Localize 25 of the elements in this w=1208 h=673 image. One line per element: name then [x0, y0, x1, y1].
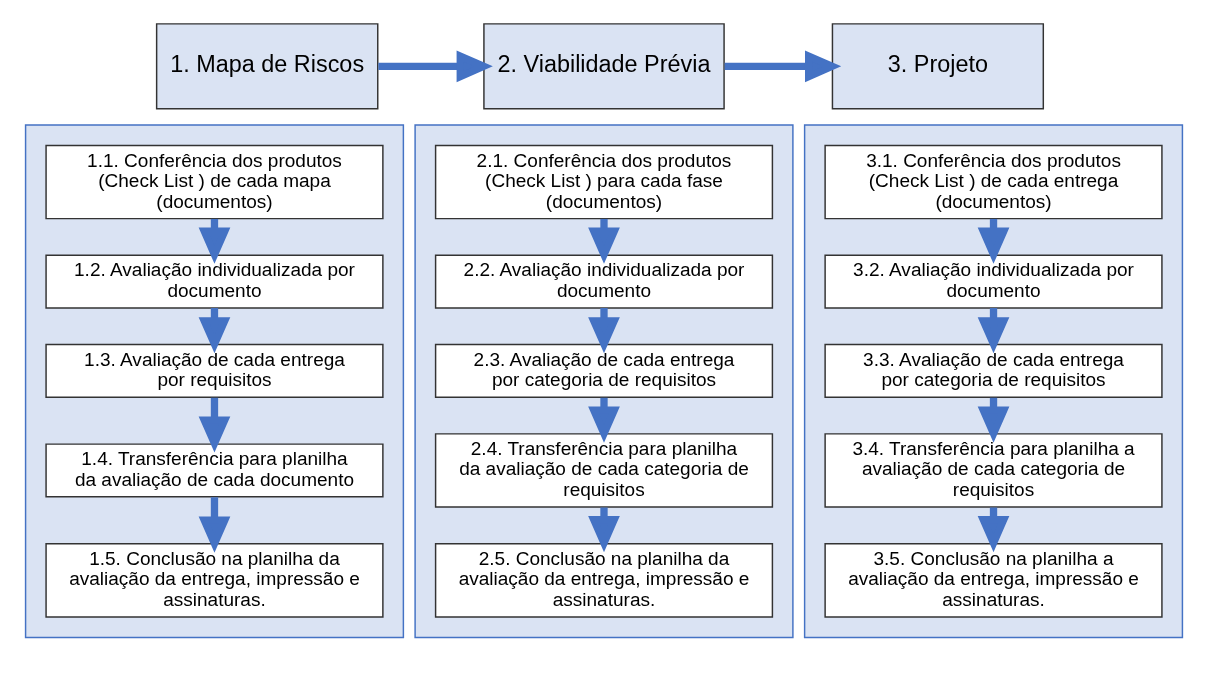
node-box: 1.3. Avaliação de cada entrega por requisitos [45, 343, 384, 398]
node-box: 3.3. Avaliação de cada entrega por categoria de requisitos [824, 343, 1163, 398]
arrow [378, 50, 493, 83]
node-box: 1.2. Avaliação individualizada por documento [45, 254, 384, 309]
node-box: 1.5. Conclusão na planilha da avaliação da entrega, impressão e assinaturas. [45, 543, 384, 618]
node-box: 1. Mapa de Riscos [155, 23, 379, 110]
cluster [24, 124, 405, 639]
node-box: 3.5. Conclusão na planilha a avaliação da entrega, impressão e assinaturas. [824, 543, 1163, 618]
node-box: 2.2. Avaliação individualizada por documento [434, 254, 774, 309]
arrow [198, 497, 231, 553]
cluster [803, 124, 1184, 639]
node-box: 2.4. Transferência para planilha da avaliação de cada categoria de requisitos [434, 433, 774, 508]
node-box: 2.5. Conclusão na planilha da avaliação da entrega, impressão e assinaturas. [434, 543, 774, 618]
node-box: 3.4. Transferência para planilha a avaliação de cada categoria de requisitos [824, 433, 1163, 508]
node-box: 2.3. Avaliação de cada entrega por categoria de requisitos [434, 343, 774, 398]
node-box: 1.4. Transferência para planilha da avaliação de cada documento [45, 443, 384, 498]
arrow [724, 50, 842, 83]
node-box: 2. Viabilidade Prévia [483, 23, 725, 110]
node-box: 1.1. Conferência dos produtos (Check List ) de cada mapa (documentos) [45, 144, 384, 220]
node-box: 3.1. Conferência dos produtos (Check List ) de cada entrega (documentos) [824, 144, 1163, 220]
node-box: 3.2. Avaliação individualizada por documento [824, 254, 1163, 309]
node-box: 3. Projeto [831, 23, 1045, 110]
cluster [414, 124, 794, 639]
arrow [198, 397, 231, 453]
node-box: 2.1. Conferência dos produtos (Check List ) para cada fase (documentos) [434, 144, 774, 220]
